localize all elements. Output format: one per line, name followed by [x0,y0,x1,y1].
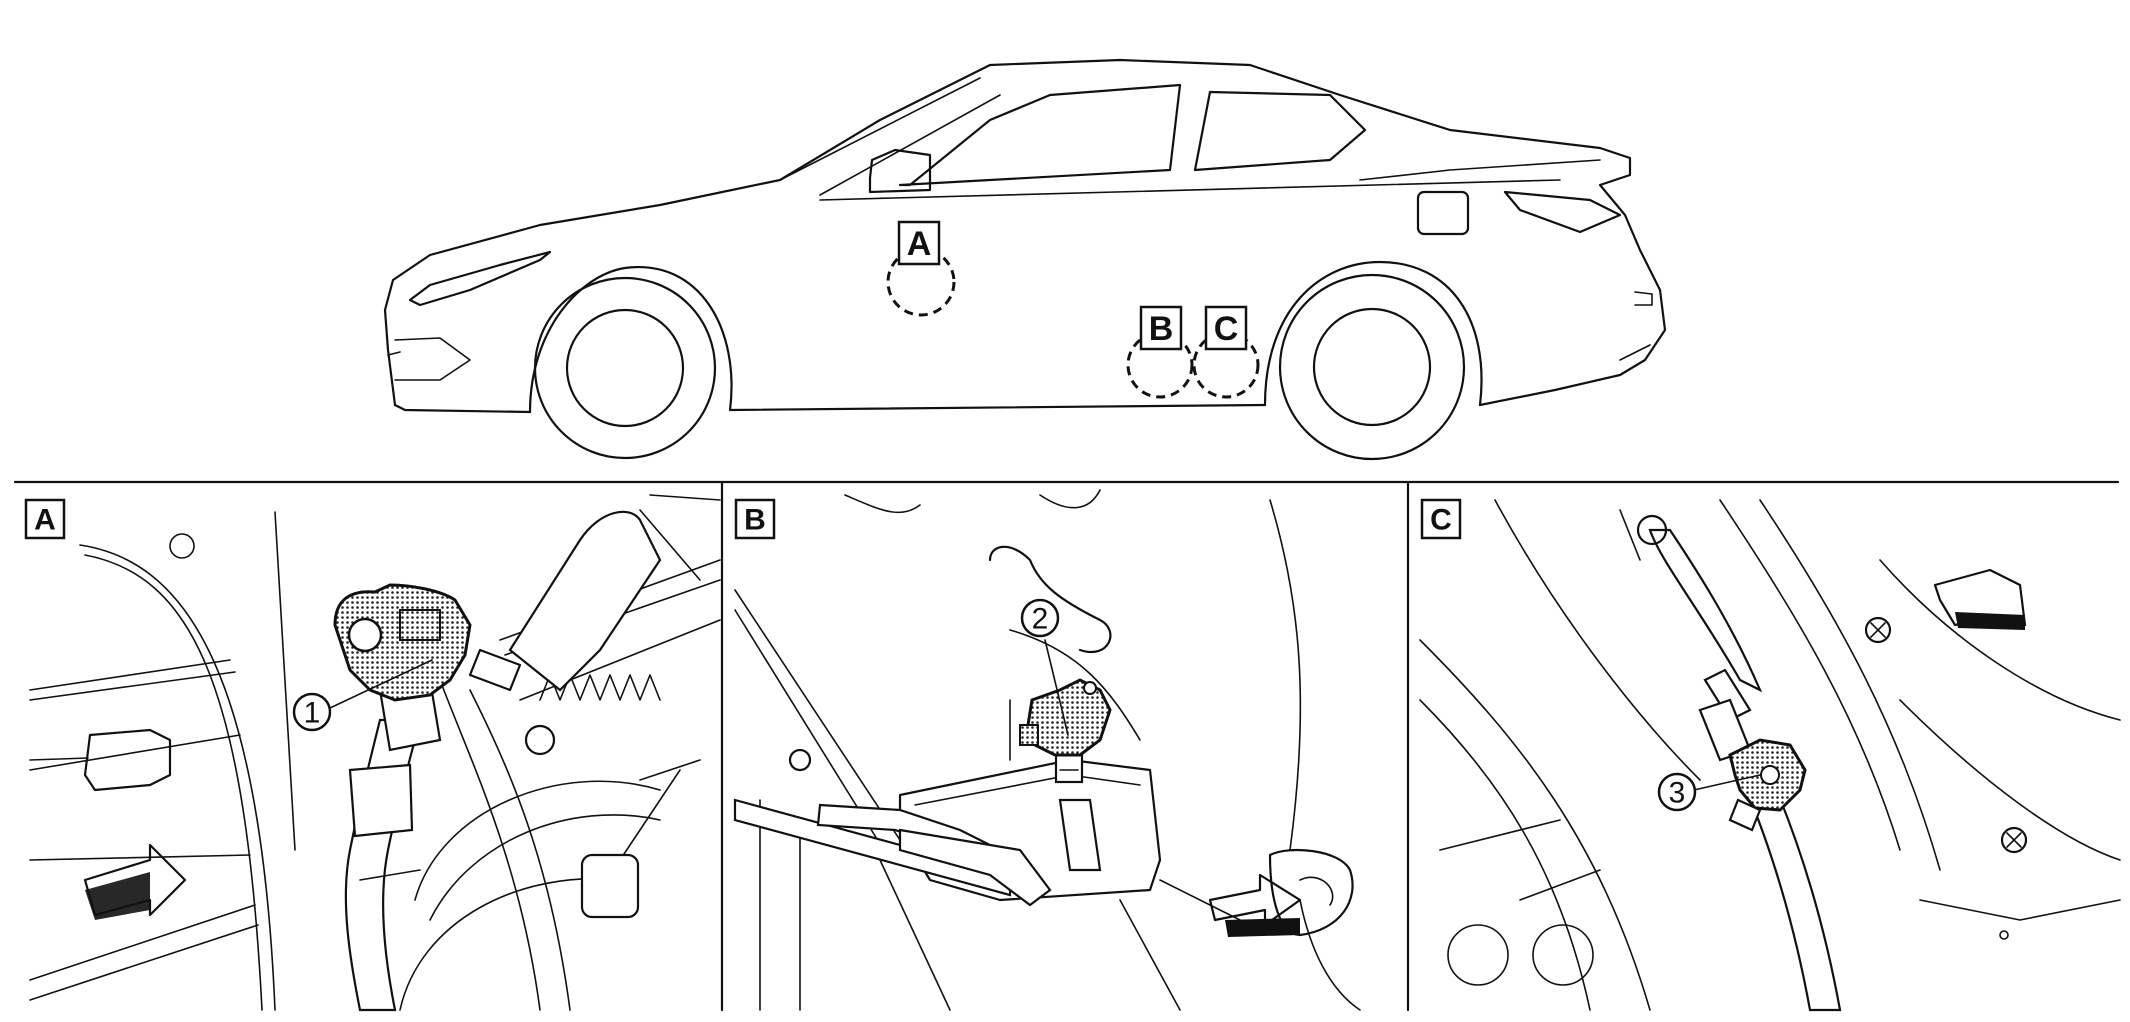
location-label-c: C [1214,310,1239,348]
location-marker-b: B [1126,305,1194,399]
callout-2: 2 [1032,603,1049,636]
location-marker-c: C [1192,305,1260,399]
panel-label-a: A [34,504,56,537]
detail-panel-c: C 3 [1419,498,2121,1012]
location-marker-a: A [886,220,956,317]
detail-panel-frame [13,480,2120,1012]
car-side-view [383,58,1667,461]
detail-panel-b: B [733,489,1361,1011]
callout-3: 3 [1669,777,1686,810]
panel-label-c: C [1430,504,1452,537]
location-label-b: B [1149,310,1174,348]
location-label-a: A [907,225,932,263]
callout-1: 1 [304,697,321,730]
detail-panel-a: A [24,494,721,1012]
panel-label-b: B [744,504,766,537]
